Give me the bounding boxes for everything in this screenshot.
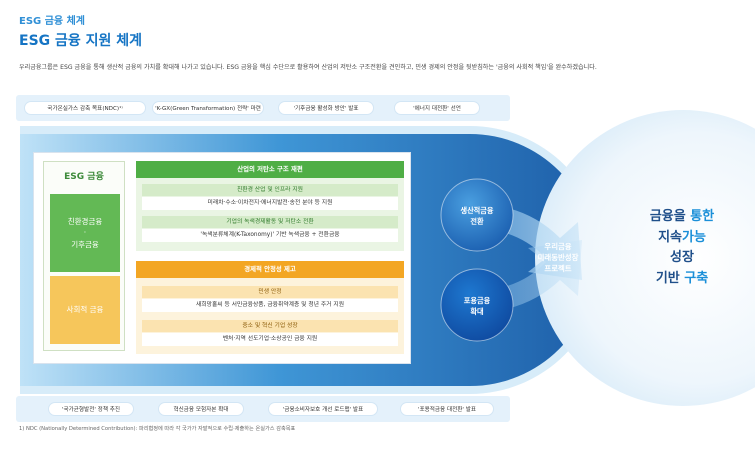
driver-pill: '기후금융 활성화 방안' 발표	[278, 101, 374, 115]
goal-word: 통한	[690, 209, 715, 224]
esg-finance-box: ESG 금융 친환경금융 · 기후금융 사회적 금융	[43, 161, 125, 351]
driver-pill: '금융소비자보호 개선 로드맵' 발표	[268, 402, 378, 416]
green-finance-tile: 친환경금융 · 기후금융	[50, 194, 120, 272]
productive-finance-circle: 생산적금융 전환	[447, 205, 507, 227]
bottom-driver-band: '국가균형발전' 정책 추진 혁신금융 모험자본 확대 '금융소비자보호 개선 …	[16, 396, 510, 422]
low-carbon-heading: 산업의 저탄소 구조 재편	[136, 161, 404, 178]
intro-text: 우리금융그룹은 ESG 금융을 통해 생산적 금융의 가치를 확대해 나가고 있…	[19, 64, 597, 71]
goal-word: 성장	[670, 250, 694, 266]
separator-dot: ·	[83, 228, 87, 238]
goal-statement: 금융을 통한 지속가능 성장 기반 구축	[622, 207, 742, 289]
green-item-title: 친환경 산업 및 인프라 지원	[142, 184, 398, 196]
social-item-value: 새희망홀씨 등 서민금융상품, 금융취약계층 및 청년 주거 지원	[142, 299, 398, 312]
social-finance-tile: 사회적 금융	[50, 276, 120, 344]
driver-pill: 혁신금융 모험자본 확대	[158, 402, 244, 416]
inclusive-finance-label: 포용금융	[463, 296, 491, 305]
climate-finance-label: 기후금융	[71, 239, 99, 249]
driver-pill: 'K-GX(Green Transformation) 전략' 마련	[152, 101, 264, 115]
project-line: 미래동반성장	[537, 253, 579, 263]
low-carbon-section: 친환경 산업 및 인프라 지원 미래차·수소·이차전지·에너지발전·송전 분야 …	[136, 178, 404, 251]
goal-word: 구축	[684, 270, 709, 286]
inclusive-finance-sublabel: 확대	[470, 307, 484, 317]
green-item-value: 미래차·수소·이차전지·에너지발전·송전 분야 등 지원	[142, 197, 398, 210]
section-kicker: ESG 금융 체계	[19, 16, 86, 27]
esg-finance-heading: ESG 금융	[64, 172, 104, 182]
economic-stability-heading: 경제적 안정성 제고	[136, 261, 404, 278]
goal-word: 기반	[655, 270, 680, 286]
green-item-value: '녹색분류체계(K-Taxonomy)' 기반 녹색금융 + 전환금융	[142, 229, 398, 242]
page-title: ESG 금융 지원 체계	[19, 33, 143, 49]
social-item-value: 벤처·지역 선도기업·소상공인 금융 지원	[142, 333, 398, 346]
top-driver-band: 국가온실가스 감축 목표(NDC)¹⁾ 'K-GX(Green Transfor…	[16, 95, 510, 121]
driver-pill: '국가균형발전' 정책 추진	[48, 402, 134, 416]
goal-word: 지속	[658, 229, 682, 245]
green-finance-label: 친환경금융	[67, 217, 103, 227]
project-line: 프로젝트	[544, 264, 572, 274]
productive-finance-label: 생산적금융	[460, 206, 494, 215]
driver-pill: 국가온실가스 감축 목표(NDC)¹⁾	[24, 101, 146, 115]
green-item-title: 기업의 녹색경제활동 및 저탄소 전환	[142, 216, 398, 228]
goal-word: 금융을	[649, 209, 686, 224]
productive-finance-sublabel: 전환	[470, 217, 484, 227]
footnote: 1) NDC (Nationally Determined Contributi…	[19, 426, 296, 432]
driver-pill: '포용적금융 대전환' 발표	[400, 402, 494, 416]
social-finance-label: 사회적 금융	[66, 305, 104, 315]
economic-stability-section: 민생 안정 새희망홀씨 등 서민금융상품, 금융취약계층 및 청년 주거 지원 …	[136, 278, 404, 354]
esg-finance-panel: ESG 금융 친환경금융 · 기후금융 사회적 금융 산업의 저탄소 구조 재편…	[33, 152, 411, 364]
driver-pill: '에너지 대전환' 선언	[394, 101, 480, 115]
goal-word: 가능	[682, 229, 706, 245]
project-line: 우리금융	[544, 242, 572, 251]
social-item-title: 중소 및 혁신 기업 성장	[142, 320, 398, 332]
future-growth-project: 우리금융 미래동반성장 프로젝트	[520, 241, 596, 274]
inclusive-finance-circle: 포용금융 확대	[447, 295, 507, 317]
social-item-title: 민생 안정	[142, 286, 398, 298]
